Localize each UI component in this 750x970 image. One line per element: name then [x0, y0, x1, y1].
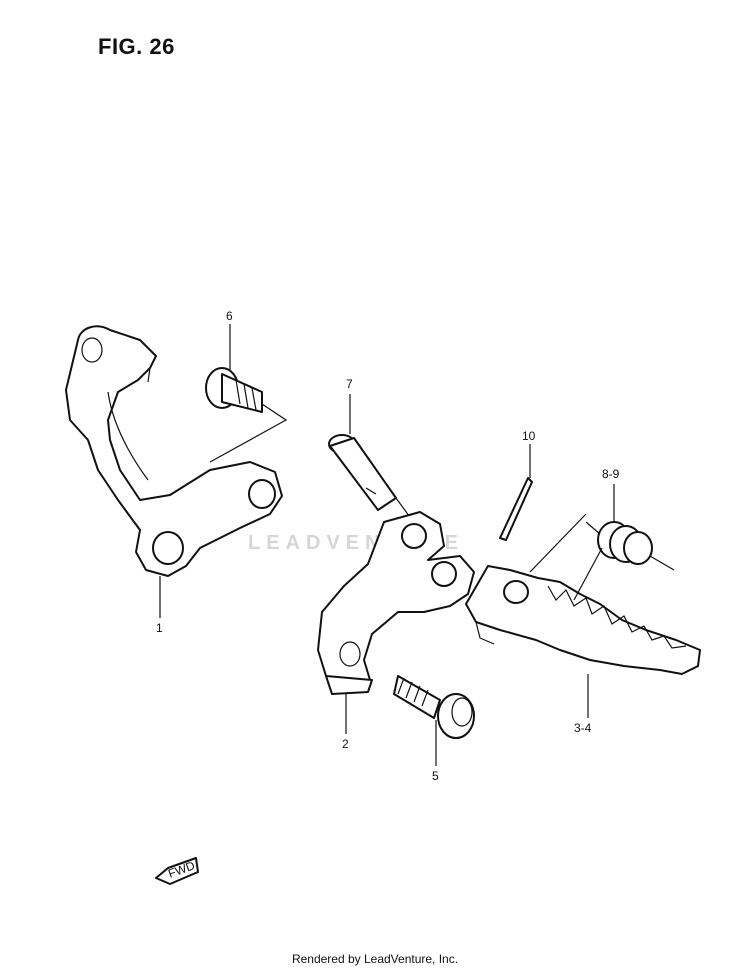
- fwd-arrow-icon: FWD: [155, 857, 199, 885]
- figure-title: FIG. 26: [98, 34, 175, 59]
- pin-part-7[interactable]: [328, 434, 413, 521]
- callouts: 1 2 3-4 5 6 7 8-9 10: [156, 309, 620, 783]
- bracket-part-1[interactable]: [65, 325, 283, 577]
- callout-8-9: 8-9: [602, 467, 620, 481]
- footpeg-part-3-4[interactable]: [465, 565, 701, 675]
- callout-1: 1: [156, 621, 163, 635]
- bolt-part-5[interactable]: [393, 675, 475, 739]
- callout-5: 5: [432, 769, 439, 783]
- callout-2: 2: [342, 737, 349, 751]
- bolt-part-6[interactable]: [205, 367, 288, 463]
- cotter-pin-part-10[interactable]: [499, 477, 533, 541]
- callout-3-4: 3-4: [574, 721, 592, 735]
- holder-part-2[interactable]: [317, 511, 475, 695]
- callout-10: 10: [522, 429, 536, 443]
- spring-part-8-9[interactable]: [529, 513, 675, 601]
- callout-7: 7: [346, 377, 353, 391]
- footer-credit: Rendered by LeadVenture, Inc.: [291, 952, 459, 966]
- callout-6: 6: [226, 309, 233, 323]
